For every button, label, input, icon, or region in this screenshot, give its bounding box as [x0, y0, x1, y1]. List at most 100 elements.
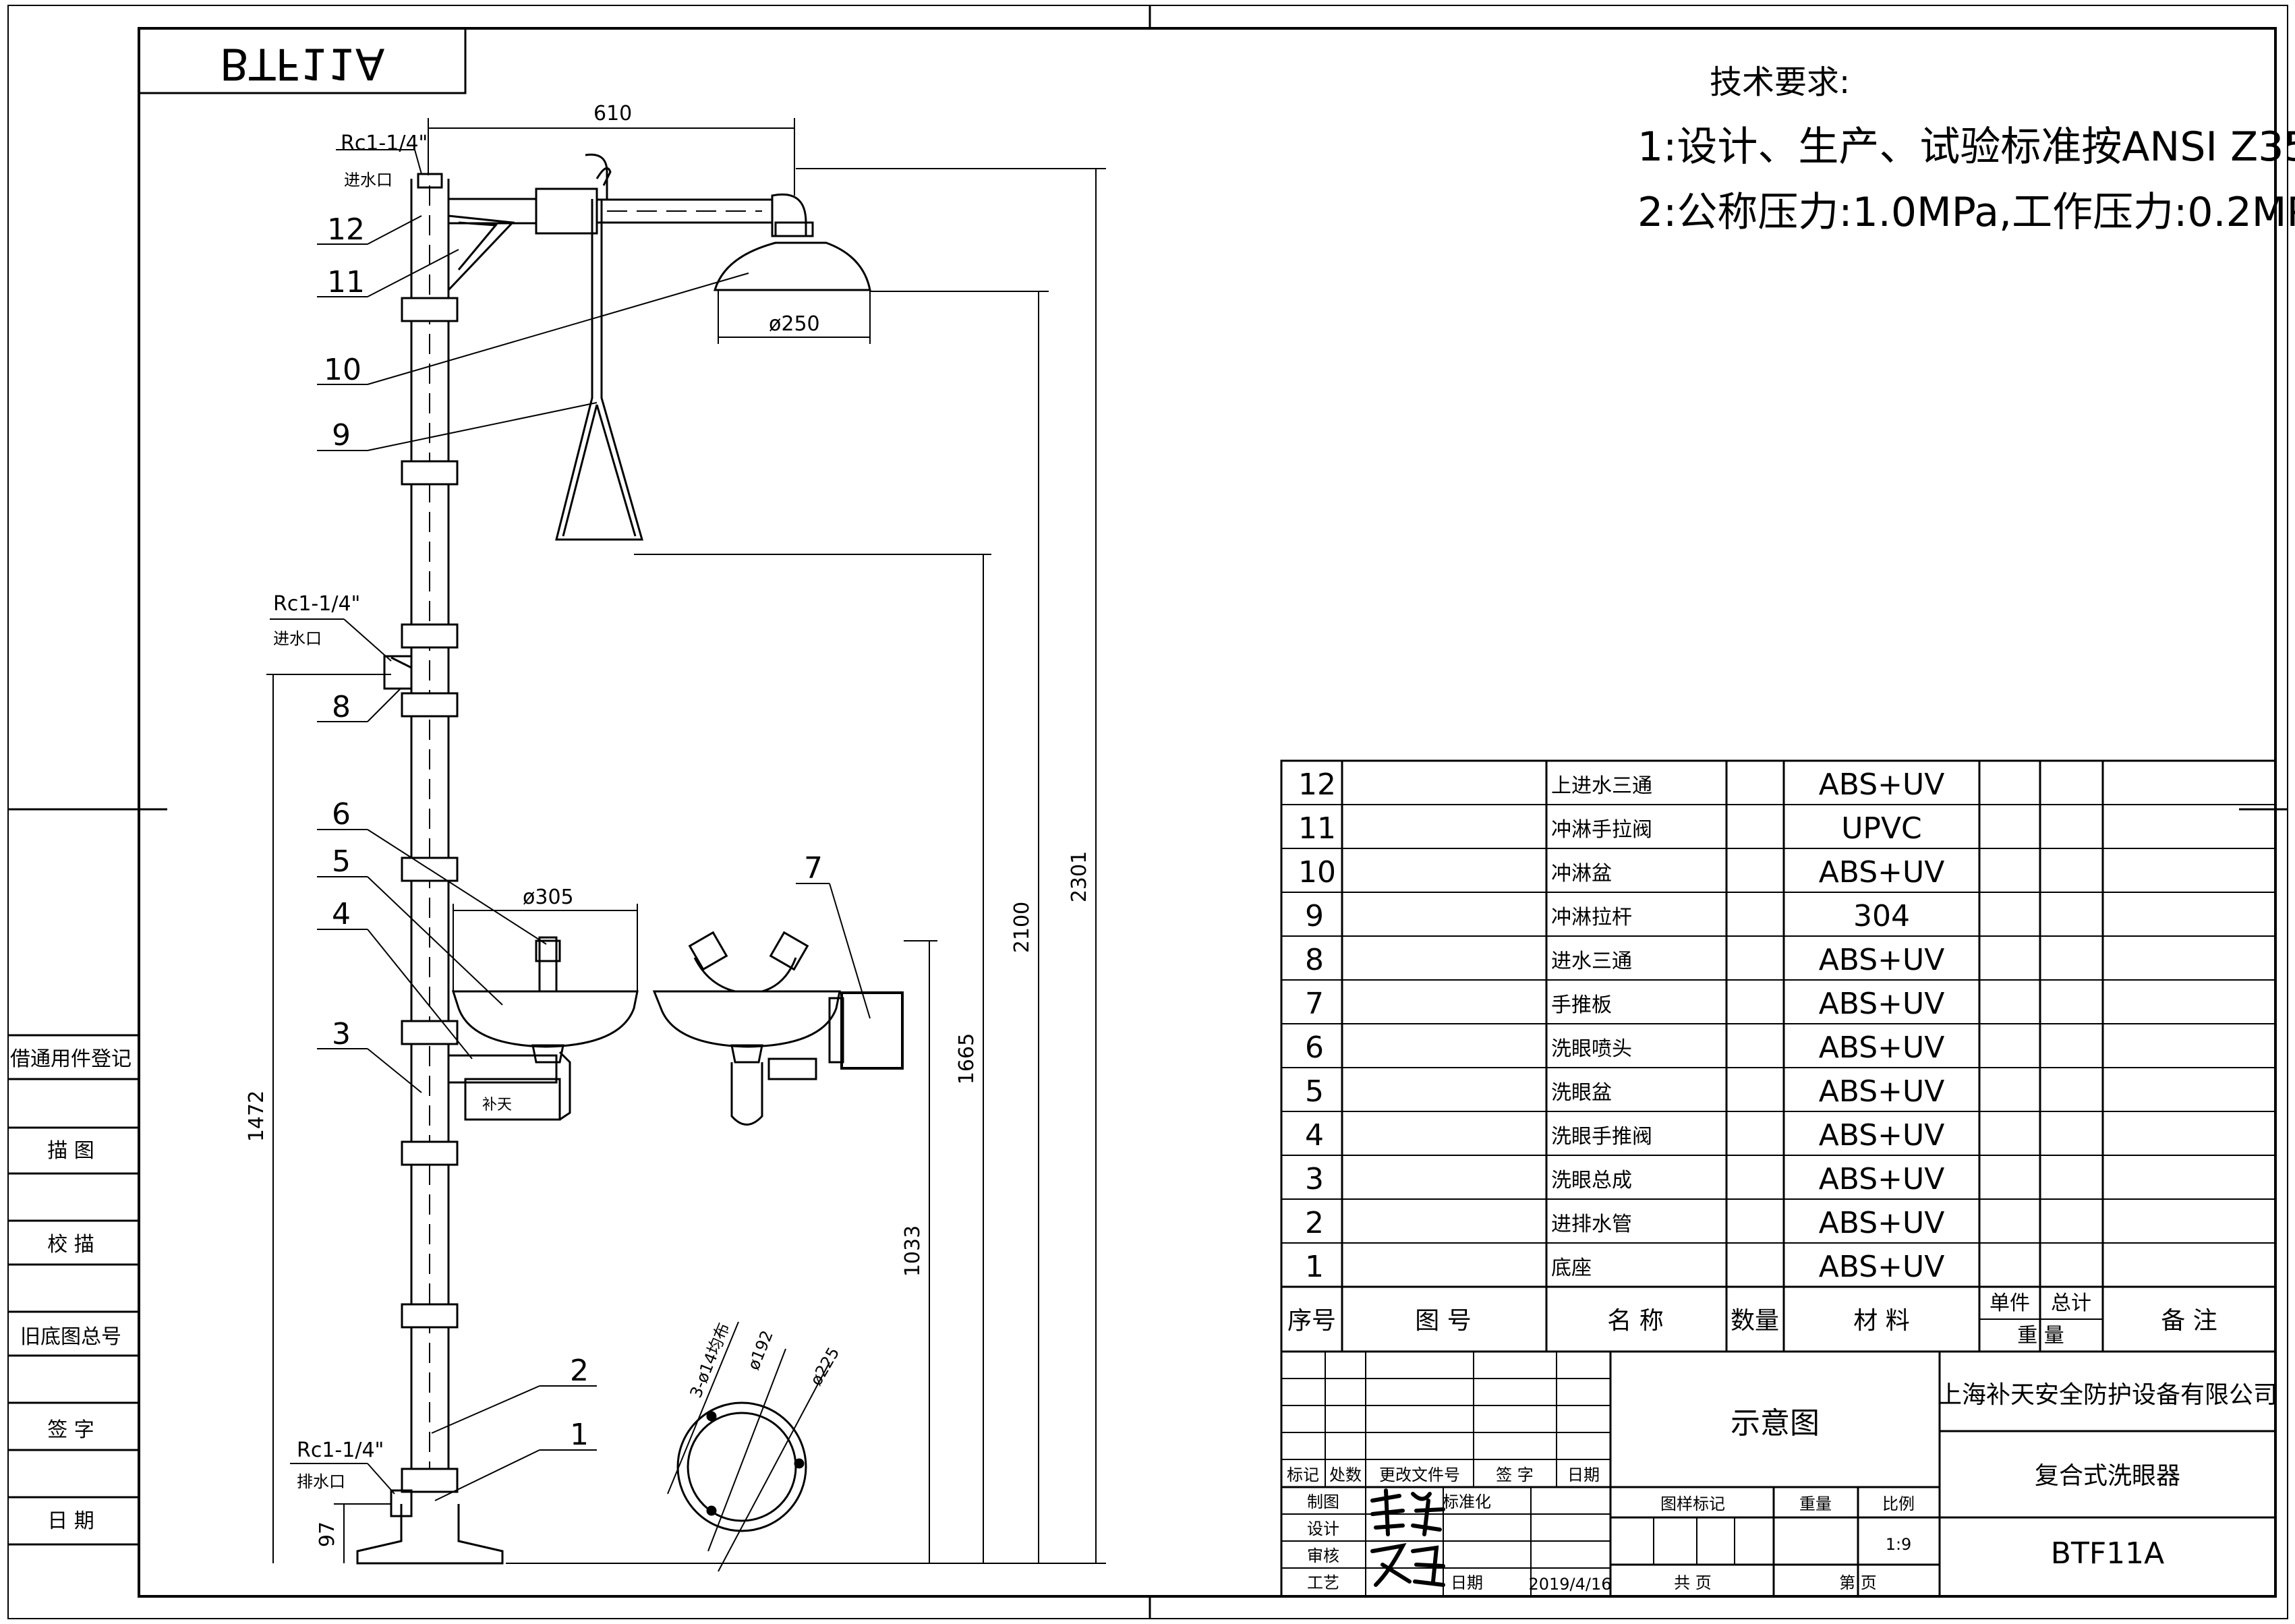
bom-name: 上进水三通 [1551, 774, 1652, 798]
tb-mark: 标记 [1287, 1466, 1319, 1484]
mid-port-thread: Rc1-1/4" [273, 592, 360, 616]
strip-label-2: 描 图 [47, 1139, 94, 1163]
bom-row: 12 上进水三通 ABS+UV [1298, 767, 1944, 802]
bom-no: 11 [1298, 811, 1336, 846]
schematic-label: 示意图 [1731, 1406, 1820, 1441]
bom-name: 冲淋盆 [1551, 862, 1612, 886]
dimension-lines [266, 118, 1106, 1572]
bom-no: 3 [1305, 1162, 1324, 1196]
bom-name: 洗眼喷头 [1551, 1037, 1632, 1061]
bom-row: 9 冲淋拉杆 304 [1305, 899, 1910, 933]
bom-name: 进排水管 [1551, 1213, 1632, 1236]
top-port-thread: Rc1-1/4" [341, 132, 428, 155]
product-code: BTF11A [2051, 1536, 2164, 1571]
tech-req-line2: 2:公称压力:1.0MPa,工作压力:0.2MPa-0.4MPa [1637, 189, 2295, 236]
callout-1: 1 [570, 1418, 589, 1452]
tb-stage-mark: 图样标记 [1660, 1495, 1725, 1513]
tb-change-doc: 更改文件号 [1379, 1466, 1460, 1484]
hdr-qty: 数量 [1731, 1307, 1779, 1335]
bom-no: 6 [1305, 1031, 1324, 1065]
tb-design: 设计 [1307, 1519, 1339, 1538]
tb-draw: 制图 [1307, 1492, 1339, 1511]
bom-material: ABS+UV [1819, 1074, 1945, 1109]
company-name: 上海补天安全防护设备有限公司 [1938, 1381, 2277, 1409]
bom-name: 洗眼手推阀 [1551, 1125, 1652, 1149]
mirrored-title: BTF11A [219, 38, 384, 88]
bom-row: 2 进排水管 ABS+UV [1305, 1206, 1944, 1240]
callout-numbers: 12 11 10 9 8 6 5 4 3 7 2 1 [324, 212, 823, 1452]
product-name: 复合式洗眼器 [2035, 1462, 2180, 1490]
dim-250: ø250 [769, 312, 820, 336]
bom-name: 手推板 [1551, 993, 1612, 1017]
callout-11: 11 [327, 265, 365, 299]
tb-date-hdr: 日期 [1567, 1466, 1600, 1484]
bom-name: 洗眼盆 [1551, 1081, 1612, 1105]
bom-no: 9 [1305, 899, 1324, 933]
hdr-drawing-no: 图 号 [1415, 1307, 1471, 1335]
bom-name: 冲淋手拉阀 [1551, 818, 1652, 842]
dim-2100: 2100 [1010, 902, 1034, 953]
bom-row: 8 进水三通 ABS+UV [1305, 943, 1944, 977]
callout-7: 7 [804, 851, 823, 886]
callout-12: 12 [327, 212, 365, 247]
bom-no: 10 [1298, 855, 1336, 890]
strip-label-5: 签 字 [47, 1418, 94, 1442]
hdr-no: 序号 [1287, 1307, 1336, 1335]
strip-label-1: 借通用件登记 [10, 1047, 132, 1071]
bom-material: ABS+UV [1819, 943, 1945, 977]
bom-no: 2 [1305, 1206, 1324, 1240]
mirrored-title-box: BTF11A [138, 27, 467, 94]
bom-header: 序号 图 号 名 称 数量 材 料 单件 总计 重 量 备 注 [1287, 1292, 2217, 1347]
callout-leaders [270, 149, 871, 1501]
bom-material: ABS+UV [1819, 1162, 1945, 1196]
dim-1665: 1665 [955, 1033, 979, 1084]
callout-8: 8 [332, 690, 351, 724]
callout-5: 5 [332, 844, 351, 879]
bottom-port-desc: 排水口 [297, 1472, 345, 1491]
bom-rows: 12 上进水三通 ABS+UV 11 冲淋手拉阀 UPVC 10 冲淋盆 ABS… [1298, 767, 1944, 1284]
technical-requirements: 技术要求: 1:设计、生产、试验标准按ANSI Z358.1-2014 2:公称… [1637, 63, 2295, 236]
bom-row: 10 冲淋盆 ABS+UV [1298, 855, 1944, 890]
hdr-name: 名 称 [1607, 1307, 1663, 1335]
bom-row: 6 洗眼喷头 ABS+UV [1305, 1031, 1944, 1065]
dim-2301: 2301 [1068, 851, 1091, 902]
bom-row: 4 洗眼手推阀 ABS+UV [1305, 1118, 1944, 1153]
dim-holes: 3-ø14均布 [687, 1320, 734, 1400]
bom-material: ABS+UV [1819, 1206, 1945, 1240]
bom-name: 底座 [1551, 1256, 1592, 1280]
bom-material: ABS+UV [1819, 1250, 1945, 1284]
dim-192: ø192 [744, 1328, 777, 1373]
callout-3: 3 [332, 1017, 351, 1051]
dim-1472: 1472 [245, 1091, 268, 1142]
dim-610: 610 [593, 102, 632, 125]
bom-no: 1 [1305, 1250, 1324, 1284]
callout-2: 2 [570, 1354, 589, 1388]
tb-date-label: 日期 [1451, 1573, 1483, 1592]
dim-97: 97 [316, 1521, 339, 1547]
bom-material: ABS+UV [1819, 767, 1945, 802]
tb-scale: 比例 [1882, 1495, 1915, 1513]
hdr-unit: 单件 [1989, 1292, 2030, 1315]
hdr-weight: 重 量 [2017, 1324, 2064, 1347]
mid-port-desc: 进水口 [273, 629, 322, 648]
strip-label-4: 旧底图总号 [20, 1325, 121, 1349]
bom-material: ABS+UV [1819, 1031, 1945, 1065]
hdr-remark: 备 注 [2161, 1307, 2217, 1335]
bom-row: 1 底座 ABS+UV [1305, 1250, 1944, 1284]
shower-eyewash-drawing: 补天 [356, 153, 904, 1565]
bom-table-grid [1280, 759, 2277, 1353]
strip-label-3: 校 描 [47, 1233, 94, 1256]
bottom-port-thread: Rc1-1/4" [297, 1439, 384, 1462]
bom-row: 5 洗眼盆 ABS+UV [1305, 1074, 1944, 1109]
bom-no: 4 [1305, 1118, 1324, 1153]
bom-row: 7 手推板 ABS+UV [1305, 987, 1944, 1021]
tb-date-value: 2019/4/16 [1528, 1575, 1611, 1594]
tb-standard: 标准化 [1443, 1492, 1491, 1511]
port-labels: Rc1-1/4" 进水口 Rc1-1/4" 进水口 Rc1-1/4" 排水口 [273, 132, 428, 1491]
tb-scale-value: 1:9 [1886, 1535, 1912, 1554]
bom-material: ABS+UV [1819, 855, 1945, 890]
callout-6: 6 [332, 797, 351, 832]
tb-page-no: 第 页 [1839, 1573, 1877, 1592]
callout-9: 9 [332, 418, 351, 453]
tb-total-pages: 共 页 [1674, 1573, 1712, 1592]
